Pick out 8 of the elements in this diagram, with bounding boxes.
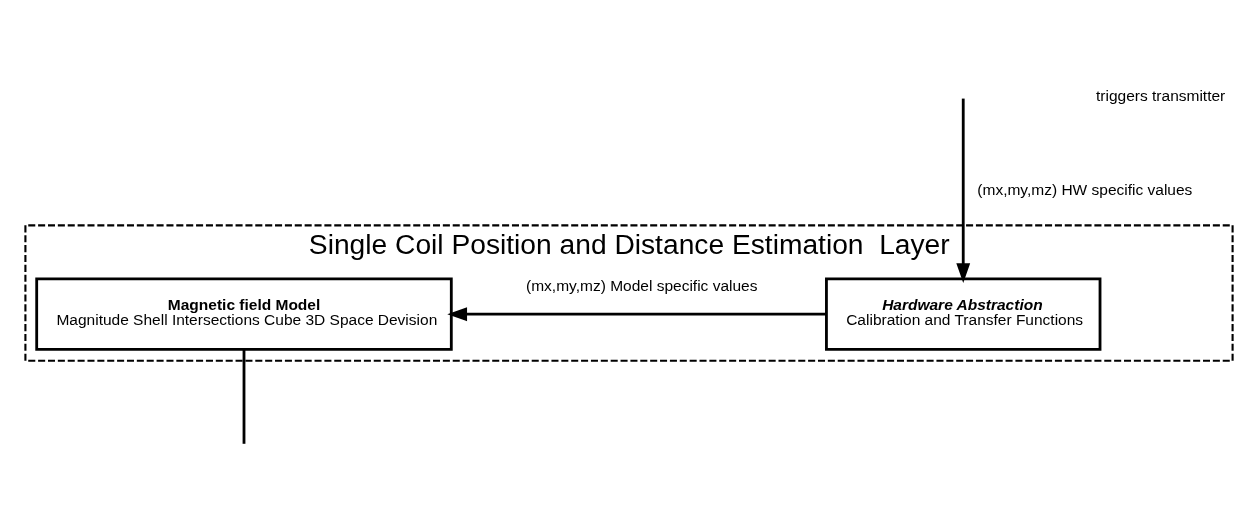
node-box: Hardware Abstraction Calibration and Transfer Functions [825,277,1102,351]
arrow [447,307,826,322]
edge-label: (mx,my,mz) HW specific values [977,181,1193,199]
edge-label: (mx,my,mz) Model specific values [526,277,758,295]
connector [242,350,246,444]
node-box: Magnetic field Model Magnitude Shell Intersections Cube 3D Space Devision [35,277,453,351]
label: triggers transmitter [1096,86,1226,104]
arrow [956,98,971,284]
